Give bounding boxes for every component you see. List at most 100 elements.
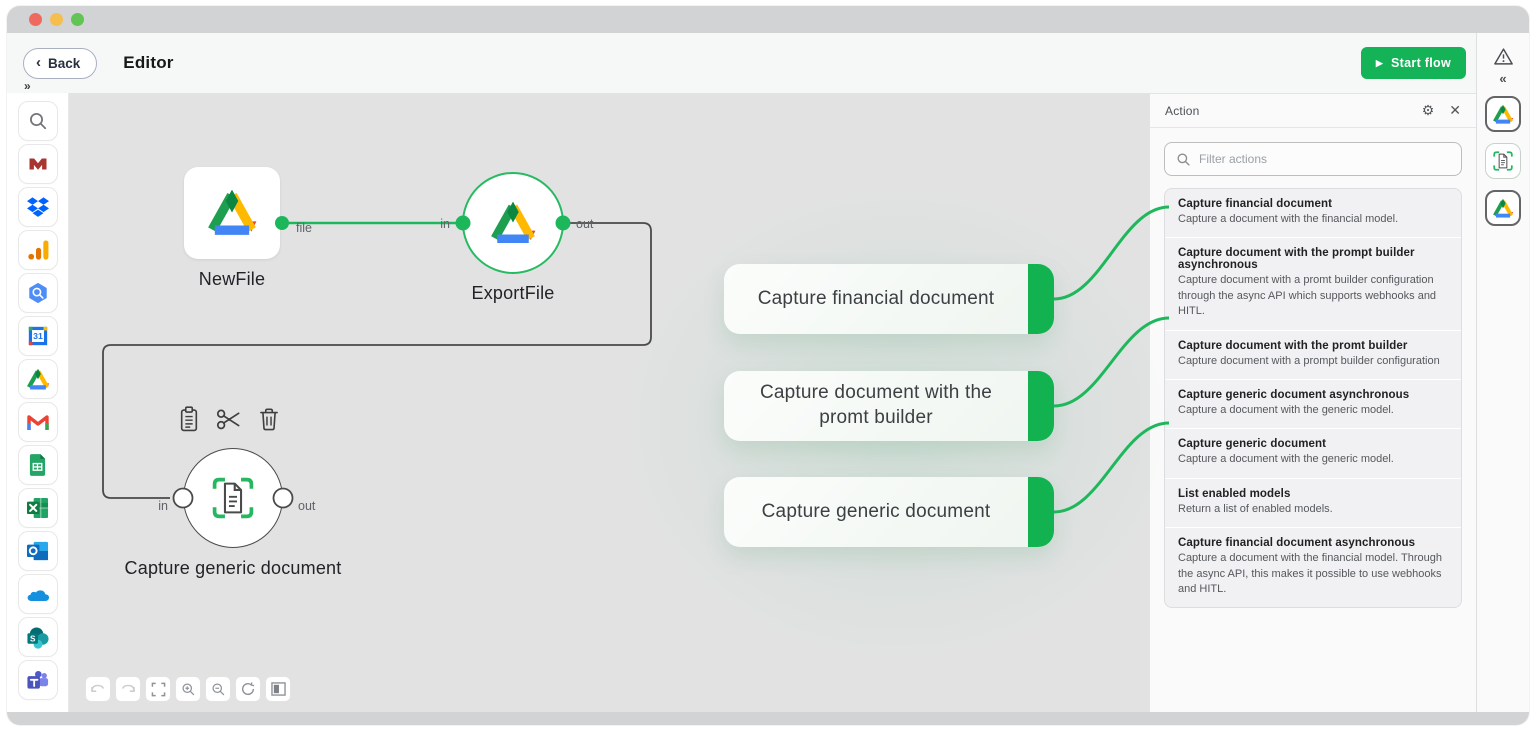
sidebar-item-google-calendar[interactable]: 31 [17,316,58,356]
action-list-item[interactable]: Capture financial document Capture a doc… [1165,189,1461,239]
zoom-in-button[interactable] [175,676,201,702]
sidebar-item-microsoft-excel[interactable] [17,488,58,528]
cut-icon[interactable] [214,403,244,435]
rail-item-google-drive-1[interactable] [1485,96,1521,132]
panel-settings-button[interactable]: ⚙ [1422,102,1435,119]
gear-icon: ⚙ [1421,102,1435,118]
edge-exportfile-to-capture[interactable] [102,222,652,499]
action-item-title: Capture generic document asynchronous [1178,388,1410,401]
search-apps-button[interactable] [17,101,58,141]
node-capture-label: Capture generic document [124,558,342,578]
svg-text:31: 31 [33,331,43,341]
action-list-item[interactable]: List enabled models Return a list of ena… [1165,479,1461,529]
google-calendar-icon: 31 [28,326,47,346]
rail-item-capture-document[interactable] [1485,143,1521,179]
sidebar-item-google-drive[interactable] [17,359,58,399]
back-button-label: Back [48,55,81,71]
action-item-title: Capture generic document [1178,438,1327,451]
action-item-description: Capture a document with the generic mode… [1178,403,1394,416]
action-item-title: Capture document with the prompt builder… [1178,247,1415,272]
sidebar-item-dropbox[interactable] [17,187,58,227]
redo-button[interactable] [115,676,141,702]
action-card-generic[interactable]: Capture generic document [724,477,1054,547]
sharepoint-icon: S [27,626,49,649]
action-card-financial[interactable]: Capture financial document [724,264,1054,334]
sidebar-item-onedrive[interactable] [17,574,58,614]
zoom-out-button[interactable] [205,676,231,702]
collapse-panel-icon[interactable]: « [1499,71,1507,86]
panel-close-button[interactable]: ✕ [1449,102,1461,119]
gmail-icon [26,414,49,430]
chevron-left-icon: ‹ [36,54,41,71]
microsoft-excel-icon [26,497,49,519]
action-card-label: Capture financial document [757,287,995,309]
microsoft-outlook-icon [26,541,49,561]
action-list: Capture financial document Capture a doc… [1164,188,1462,609]
action-list-item[interactable]: Capture generic document Capture a docum… [1165,429,1461,479]
paste-icon[interactable] [174,403,204,435]
action-list-item[interactable]: Capture document with the prompt builder… [1165,238,1461,331]
node-exportfile[interactable] [462,172,564,274]
warning-icon[interactable] [1493,47,1514,66]
action-card-label: Capture generic document [761,500,991,522]
reset-view-button[interactable] [235,676,261,702]
undo-button[interactable] [85,676,111,702]
editor-body: 31 [7,93,1476,712]
capture-document-icon [212,477,254,519]
sidebar-item-microsoft-outlook[interactable] [17,531,58,571]
sidebar-item-google-analytics[interactable] [17,230,58,270]
port-label-file: file [296,221,312,235]
port-label-export-out: out [576,217,594,231]
start-flow-button[interactable]: ▶ Start flow [1360,47,1466,79]
action-item-description: Capture a document with the generic mode… [1178,453,1394,466]
rail-item-google-drive-2[interactable] [1485,190,1521,226]
page-title: Editor [123,53,174,72]
maximize-window-button[interactable] [71,13,84,26]
action-item-description: Capture document with a promt builder co… [1178,274,1437,318]
action-card-prompt-builder[interactable]: Capture document with the promt builder [724,371,1054,441]
google-sheets-icon [29,454,46,476]
capture-document-icon [1493,151,1513,171]
action-list-item[interactable]: Capture financial document asynchronous … [1165,528,1461,607]
back-button[interactable]: ‹ Back [23,47,98,79]
close-window-button[interactable] [29,13,42,26]
fit-view-button[interactable] [145,676,171,702]
action-list-item[interactable]: Capture document with the promt builder … [1165,331,1461,380]
search-icon [29,113,46,130]
sidebar-item-microsoft-teams[interactable] [17,660,58,700]
sidebar-item-sharepoint[interactable]: S [17,617,58,657]
action-card-connector-cap[interactable] [1028,264,1054,334]
action-list-item[interactable]: Capture generic document asynchronous Ca… [1165,380,1461,430]
google-drive-icon [489,202,537,244]
sidebar-item-rossum[interactable] [17,144,58,184]
close-icon: ✕ [1449,102,1461,118]
action-card-connector-cap[interactable] [1028,477,1054,547]
expand-sidebar-icon[interactable]: » [24,79,31,93]
action-panel-title: Action [1165,103,1200,118]
search-icon [1177,153,1190,166]
filter-actions-input[interactable] [1199,152,1450,166]
app-window: ‹ Back Editor ▶ Start flow » [7,6,1529,725]
action-item-title: List enabled models [1178,487,1291,500]
action-panel-header: Action ⚙ ✕ [1150,94,1476,128]
sidebar-item-google-bigquery[interactable] [17,273,58,313]
app-root: ‹ Back Editor ▶ Start flow » [7,33,1529,712]
delete-icon[interactable] [254,403,284,435]
port-label-capture-in: in [158,499,168,513]
action-card-connector-cap[interactable] [1028,371,1054,441]
window-titlebar [7,6,1529,33]
action-item-title: Capture document with the promt builder [1178,339,1408,352]
minimap-toggle-button[interactable] [265,676,291,702]
content-column: ‹ Back Editor ▶ Start flow » [7,33,1476,712]
action-item-description: Capture a document with the financial mo… [1178,552,1442,595]
node-newfile[interactable] [184,167,280,259]
google-drive-icon [1492,198,1514,218]
minimize-window-button[interactable] [50,13,63,26]
sidebar-item-google-sheets[interactable] [17,445,58,485]
filter-actions-field[interactable] [1164,142,1462,176]
flow-canvas[interactable]: file in out in out NewFile [69,93,1180,712]
action-item-title: Capture financial document [1178,198,1333,210]
node-capture-generic[interactable] [183,448,283,548]
sidebar-item-gmail[interactable] [17,402,58,442]
node-exportfile-label: ExportFile [471,283,555,303]
